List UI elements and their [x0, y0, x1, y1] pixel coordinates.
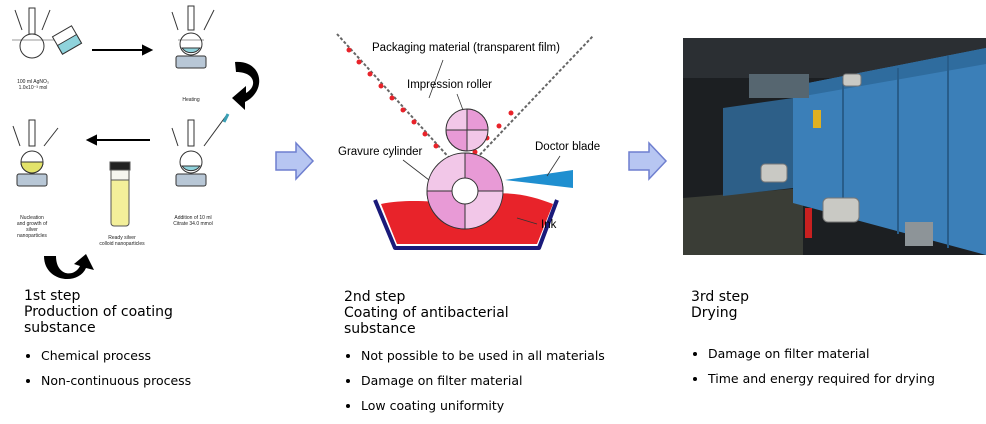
step2-title: Coating of antibacterial substance	[344, 305, 509, 337]
list-item: Low coating uniformity	[344, 398, 644, 414]
synthesis-schematic	[12, 5, 260, 280]
gravure-cylinder	[426, 152, 504, 230]
drying-machine-photo	[683, 38, 986, 255]
label-packaging: Packaging material (transparent film)	[372, 42, 560, 54]
list-item: Not possible to be used in all materials	[344, 348, 644, 364]
step-arrow-2	[628, 141, 668, 181]
step-arrow-1	[275, 141, 315, 181]
label-nucleation: Nucleation and growth of silver nanopart…	[16, 215, 48, 239]
step1-heading: 1st step Production of coating substance	[24, 288, 254, 336]
step2-number: 2nd step	[344, 289, 406, 305]
doctor-blade	[505, 170, 573, 188]
process-arrow-right	[92, 44, 154, 56]
curved-arrow-bottom-icon	[44, 254, 94, 280]
motor-icon	[760, 73, 862, 223]
label-heating: Heating	[182, 97, 200, 103]
flask-nucleation	[12, 119, 59, 187]
step2-heading: 2nd step Coating of antibacterial substa…	[344, 289, 604, 337]
step1-title: Production of coating substance	[24, 304, 173, 336]
impression-roller	[445, 108, 489, 152]
label-addition: Addition of 10 ml Citrate 34.0 mmol	[173, 215, 213, 227]
label-gravure-cylinder: Gravure cylinder	[338, 146, 423, 158]
step1-bullets: Chemical process Non-continuous process	[24, 348, 264, 398]
process-arrow-left	[85, 134, 150, 146]
step3-heading: 3rd step Drying	[691, 289, 941, 321]
curved-arrow-icon	[232, 61, 260, 110]
flask-heating	[171, 5, 215, 69]
list-item: Chemical process	[24, 348, 264, 364]
list-item: Damage on filter material	[344, 373, 644, 389]
flask-addition	[171, 113, 230, 187]
list-item: Time and energy required for drying	[691, 371, 981, 387]
beaker-icon	[51, 25, 83, 55]
step1-number: 1st step	[24, 288, 81, 304]
ink-droplets	[346, 47, 514, 155]
list-item: Non-continuous process	[24, 373, 264, 389]
label-ready-colloid: Ready silver colloid nanoparticles	[99, 235, 145, 247]
flask-agno3	[12, 7, 56, 59]
gravure-diagram	[336, 33, 594, 250]
label-ink: Ink	[541, 219, 557, 231]
label-impression-roller: Impression roller	[407, 79, 492, 91]
label-agno3: 100 ml AgNO₃ 1.0x10⁻³ mol	[17, 79, 49, 91]
step2-bullets: Not possible to be used in all materials…	[344, 348, 644, 423]
colloid-vial	[109, 161, 131, 227]
step3-title: Drying	[691, 305, 738, 321]
label-doctor-blade: Doctor blade	[535, 141, 601, 153]
step3-number: 3rd step	[691, 289, 750, 305]
list-item: Damage on filter material	[691, 346, 981, 362]
packaging-film	[336, 33, 594, 163]
step3-bullets: Damage on filter material Time and energ…	[691, 346, 981, 396]
